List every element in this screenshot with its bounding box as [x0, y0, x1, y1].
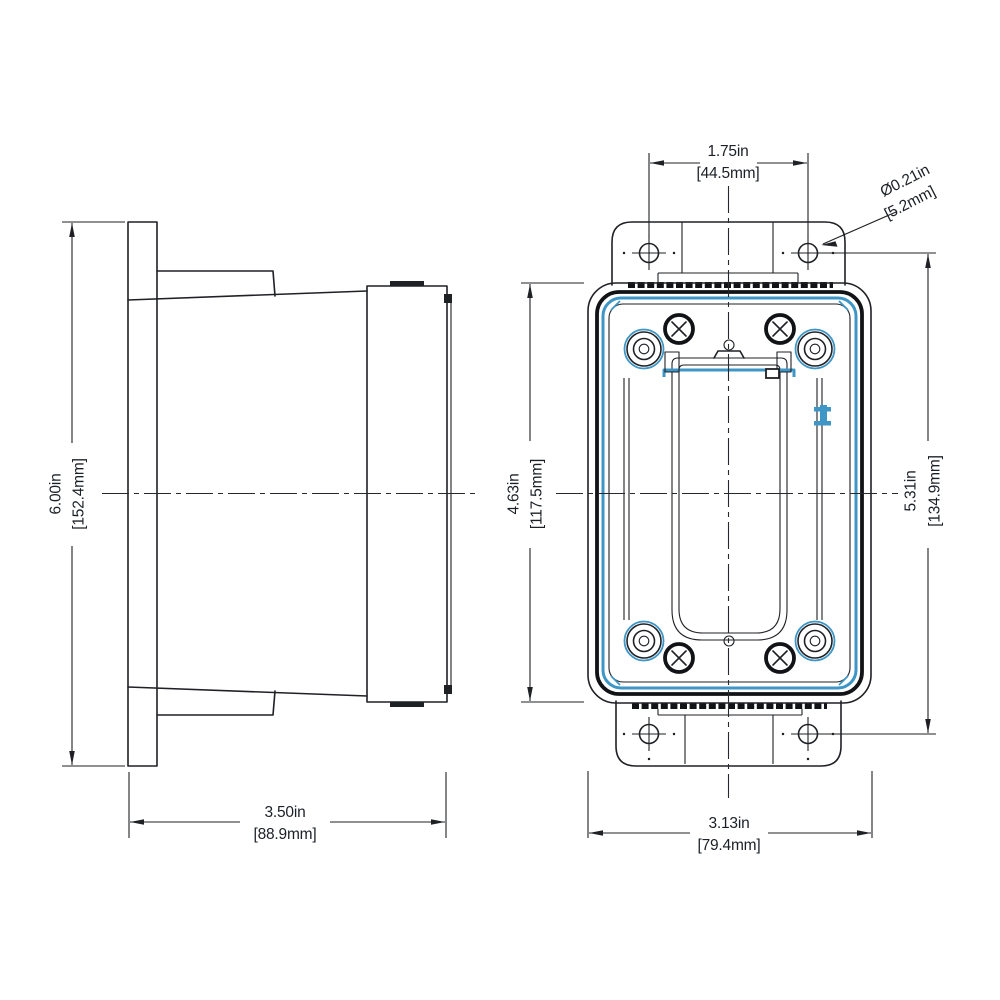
side-body-top-edge	[127, 290, 368, 301]
screw-bottom-right	[764, 642, 796, 674]
boss-bottom-left	[623, 620, 665, 662]
dim-label-metric: [79.4mm]	[697, 837, 760, 854]
side-bezel-bottom-rib	[390, 701, 424, 707]
screw-top-left	[663, 313, 695, 345]
device-opening	[623, 357, 823, 641]
dim-label-metric: [117.5mm]	[529, 459, 546, 529]
dim-overall-depth: 3.50in [88.9mm]	[128, 772, 447, 843]
dim-label: 3.50in	[264, 804, 305, 821]
dim-label-metric: [152.4mm]	[71, 458, 88, 529]
mounting-hole-bottom-left	[622, 717, 676, 761]
dim-label: 4.63in	[506, 473, 523, 514]
boss-top-left	[623, 328, 665, 370]
dim-label: 1.75in	[707, 143, 748, 160]
dim-hole-spacing-vertical: 5.31in [134.9mm]	[822, 252, 944, 735]
retainer-clip	[814, 405, 831, 426]
mounting-hole-top-right	[781, 236, 835, 270]
side-top-step	[156, 270, 276, 297]
dim-cover-height: 4.63in [117.5mm]	[506, 282, 584, 703]
dim-hole-diameter: Ø0.21in [5.2mm]	[821, 161, 938, 247]
dim-label: 6.00in	[48, 473, 65, 514]
dim-label: 3.13in	[708, 815, 749, 832]
mounting-hole-bottom-right	[781, 717, 835, 761]
boss-top-right	[794, 328, 836, 370]
dim-label-metric: [134.9mm]	[927, 455, 944, 526]
pilot-hole-top	[723, 339, 735, 351]
side-view	[102, 221, 480, 767]
screw-bottom-left	[663, 642, 695, 674]
dim-label-metric: [44.5mm]	[696, 165, 759, 182]
side-lip-notch-bottom	[444, 685, 452, 694]
screw-top-right	[764, 313, 796, 345]
dim-hole-spacing-horizontal: 1.75in [44.5mm]	[648, 143, 809, 237]
dim-overall-height: 6.00in [152.4mm]	[48, 221, 125, 767]
dim-label-metric: [88.9mm]	[253, 826, 316, 843]
front-view	[556, 186, 898, 798]
boss-bottom-right	[794, 620, 836, 662]
mounting-hole-top-left	[622, 236, 676, 270]
front-bottom-tab	[615, 700, 842, 767]
latch-catch	[765, 368, 780, 379]
side-bezel-top-rib	[390, 281, 424, 287]
side-body-bottom-edge	[127, 686, 368, 697]
side-lip-notch-top	[444, 294, 452, 303]
dim-overall-width: 3.13in [79.4mm]	[587, 771, 873, 854]
pilot-hole-bottom	[723, 635, 735, 647]
dim-label: 5.31in	[903, 470, 920, 511]
side-bottom-step	[156, 690, 276, 716]
